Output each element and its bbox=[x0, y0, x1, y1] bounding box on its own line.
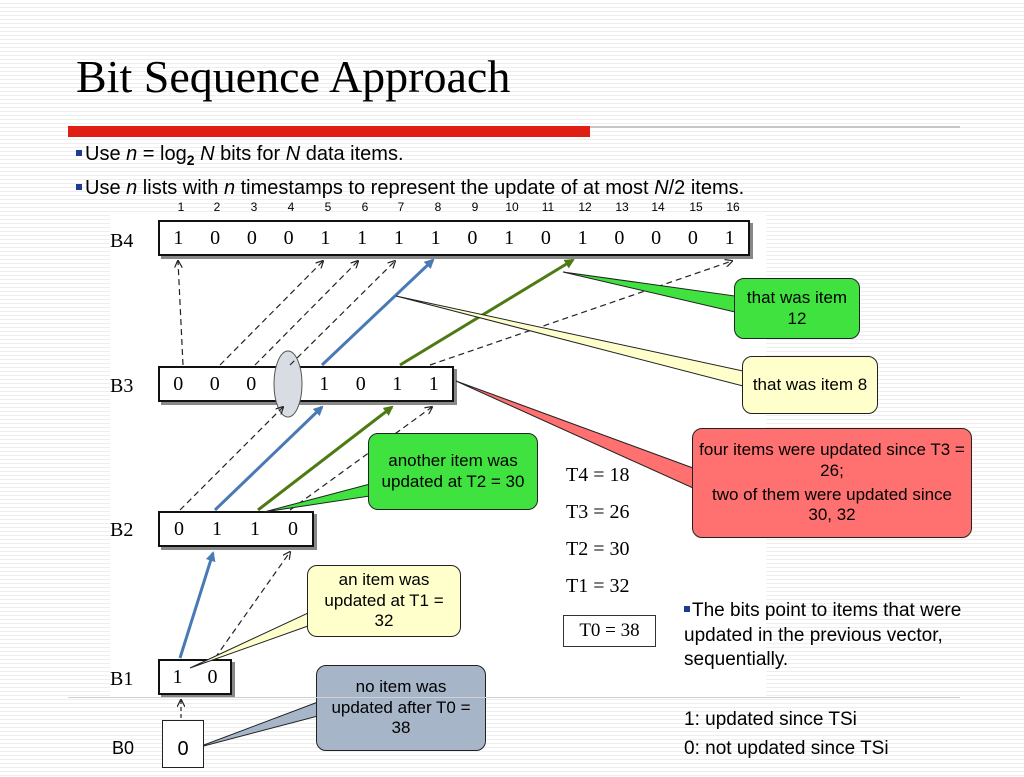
timestamp-t0: T0 = 38 bbox=[563, 615, 656, 647]
bit-cell: 1 bbox=[212, 517, 222, 540]
bit-cell: 0 bbox=[355, 372, 366, 395]
column-number: 8 bbox=[434, 200, 442, 214]
bit-vector-b0: 0 bbox=[162, 720, 204, 768]
column-number: 1 bbox=[177, 200, 185, 214]
callout-item-t1: an item was updated at T1 = 32 bbox=[307, 565, 461, 637]
column-number: 12 bbox=[578, 200, 592, 214]
column-number: 10 bbox=[505, 200, 519, 214]
callout-item12: that was item 12 bbox=[734, 278, 860, 339]
column-number: 13 bbox=[615, 200, 629, 214]
bit-cell: 0 bbox=[651, 226, 662, 249]
bit-cell: 1 bbox=[172, 665, 183, 688]
bit-cell: 0 bbox=[288, 517, 298, 540]
legend-zero: 0: not updated since TSi bbox=[684, 738, 889, 759]
bit-cell: 0 bbox=[246, 226, 257, 249]
slide-title: Bit Sequence Approach bbox=[76, 51, 511, 102]
bit-cell: 0 bbox=[209, 372, 220, 395]
column-number: 3 bbox=[250, 200, 258, 214]
bit-cell: 1 bbox=[504, 226, 515, 249]
title-gray-rule bbox=[590, 126, 960, 128]
bit-cell: 1 bbox=[282, 372, 293, 395]
bit-cell: 1 bbox=[393, 226, 404, 249]
bullet-bits-count: Use n = log2 N bits for N data items. bbox=[76, 143, 404, 168]
title-red-rule bbox=[68, 126, 590, 137]
bit-cell: 0 bbox=[467, 226, 478, 249]
callout-another-item: another item was updated at T2 = 30 bbox=[368, 433, 538, 510]
column-number: 5 bbox=[324, 200, 332, 214]
column-number: 7 bbox=[397, 200, 405, 214]
column-number: 4 bbox=[287, 200, 295, 214]
bit-cell: 0 bbox=[687, 226, 698, 249]
bit-cell: 0 bbox=[246, 372, 257, 395]
vector-label-b1: B1 bbox=[110, 668, 134, 690]
legend-one: 1: updated since TSi bbox=[684, 709, 857, 730]
bit-cell: 1 bbox=[724, 226, 735, 249]
bullet-marker bbox=[76, 150, 82, 156]
bit-cell: 1 bbox=[392, 372, 403, 395]
bit-cell: 1 bbox=[430, 226, 441, 249]
bit-cell: 1 bbox=[250, 517, 260, 540]
column-number: 14 bbox=[651, 200, 665, 214]
bullet-marker bbox=[684, 606, 690, 612]
bit-vector-b4: 1 0 0 0 1 1 1 1 0 1 0 1 0 0 0 1 bbox=[158, 220, 750, 256]
bit-cell: 0 bbox=[173, 372, 184, 395]
bit-cell: 0 bbox=[540, 226, 551, 249]
bullet-timestamps: Use n lists with n timestamps to represe… bbox=[76, 177, 744, 200]
bit-cell: 0 bbox=[283, 226, 294, 249]
column-number: 16 bbox=[726, 200, 740, 214]
timestamp-t2: T2 = 30 bbox=[566, 538, 630, 560]
callout-four-items: four items were updated since T3 = 26; t… bbox=[692, 428, 972, 538]
timestamp-t1: T1 = 32 bbox=[566, 575, 630, 597]
bit-cell: 0 bbox=[207, 665, 218, 688]
bit-cell: 0 bbox=[174, 517, 184, 540]
vector-label-b0: B0 bbox=[112, 738, 135, 758]
vector-label-b2: B2 bbox=[110, 519, 134, 541]
timestamp-t3: T3 = 26 bbox=[566, 501, 630, 523]
column-number: 2 bbox=[213, 200, 221, 214]
bit-cell: 1 bbox=[357, 226, 368, 249]
bit-cell: 0 bbox=[210, 226, 221, 249]
bit-vector-b2: 0 1 1 0 bbox=[158, 511, 314, 547]
callout-item8: that was item 8 bbox=[742, 356, 878, 414]
note-bits-point: The bits point to items that were update… bbox=[684, 600, 962, 671]
timestamp-t4: T4 = 18 bbox=[566, 464, 630, 486]
bottom-rule bbox=[68, 697, 960, 698]
column-number: 6 bbox=[361, 200, 369, 214]
column-number: 15 bbox=[689, 200, 703, 214]
bit-cell: 1 bbox=[319, 372, 330, 395]
pointer-no-item bbox=[195, 701, 319, 749]
bit-cell: 1 bbox=[428, 372, 439, 395]
bit-cell: 0 bbox=[614, 226, 625, 249]
vector-label-b3: B3 bbox=[110, 375, 134, 397]
bit-vector-b3: 0 0 0 1 1 0 1 1 bbox=[158, 366, 454, 402]
bit-cell: 1 bbox=[173, 226, 184, 249]
column-number: 11 bbox=[541, 200, 555, 214]
bullet-marker bbox=[76, 184, 82, 190]
column-number: 9 bbox=[471, 200, 479, 214]
callout-no-item: no item was updated after T0 = 38 bbox=[316, 665, 486, 751]
bit-cell: 1 bbox=[320, 226, 331, 249]
bit-cell: 1 bbox=[577, 226, 588, 249]
vector-label-b4: B4 bbox=[110, 230, 134, 252]
